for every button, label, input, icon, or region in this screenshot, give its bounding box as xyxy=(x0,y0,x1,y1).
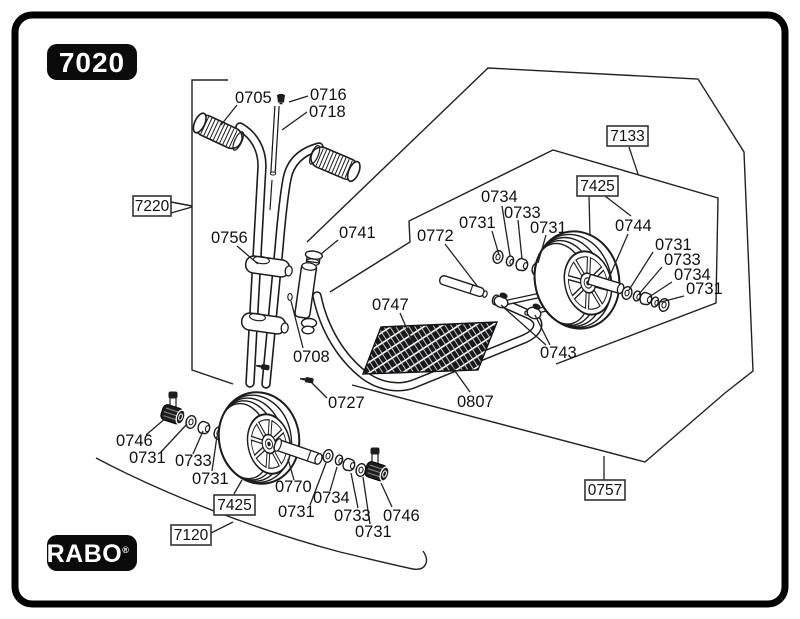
part-label-0727: 0727 xyxy=(328,394,365,412)
front-wheel-assembly xyxy=(158,391,392,485)
part-label-0705: 0705 xyxy=(235,89,272,107)
part-label-0743: 0743 xyxy=(540,344,577,362)
part-label-0770: 0770 xyxy=(275,478,312,496)
part-label-0708: 0708 xyxy=(293,348,330,366)
spacer-0734 xyxy=(333,453,345,467)
part-label-0733: 0733 xyxy=(504,204,541,222)
leader-lines xyxy=(145,95,685,534)
part-label-0807: 0807 xyxy=(457,393,494,411)
boundary-0757-outline xyxy=(306,67,754,463)
handlebar-right-grip xyxy=(308,144,361,183)
front-wheel-face xyxy=(246,413,292,475)
part-label-0741: 0741 xyxy=(339,224,376,242)
head-tube-0708 xyxy=(287,250,323,335)
group-label-0757: 0757 xyxy=(584,479,626,501)
part-label-0734: 0734 xyxy=(674,266,711,284)
rod-0718 xyxy=(269,105,280,211)
model-badge: 7020 xyxy=(47,44,137,80)
part-label-0731: 0731 xyxy=(530,219,567,237)
end-cap-0746-right xyxy=(362,447,392,484)
svg-text:7425: 7425 xyxy=(580,178,614,195)
part-label-0734: 0734 xyxy=(313,489,350,507)
boundary-7120-curve xyxy=(95,457,428,570)
cap-0716 xyxy=(276,93,286,105)
boundary-7220-bracket xyxy=(191,79,234,385)
part-label-0731: 0731 xyxy=(278,503,315,521)
registered-mark: ® xyxy=(122,545,129,555)
part-label-0733: 0733 xyxy=(334,507,371,525)
part-label-0718: 0718 xyxy=(309,103,346,121)
part-label-0731: 0731 xyxy=(655,236,692,254)
region-boundaries xyxy=(95,67,754,570)
group-label-7425-rear: 7425 xyxy=(576,175,619,197)
frame-hole xyxy=(287,293,293,301)
nut-0733 xyxy=(341,456,357,473)
part-label-0731: 0731 xyxy=(192,470,229,488)
part-labels: 0705 0716 0718 0756 0741 0708 0727 0772 … xyxy=(116,86,723,541)
part-label-0731: 0731 xyxy=(355,523,392,541)
part-label-0731: 0731 xyxy=(459,214,496,232)
cap-0741 xyxy=(304,250,323,266)
group-label-7133: 7133 xyxy=(606,125,649,147)
handlebar-left-grip-0705 xyxy=(192,112,245,151)
end-cap-0746-left xyxy=(158,391,188,427)
boundary-7220-connector xyxy=(170,201,193,214)
group-label-7425-front: 7425 xyxy=(213,494,256,516)
washer-0731 xyxy=(321,447,335,465)
nut-0733 xyxy=(514,256,530,273)
part-label-0734: 0734 xyxy=(481,188,518,206)
frame-bolt-0727 xyxy=(299,375,314,384)
part-label-0756: 0756 xyxy=(211,229,248,247)
svg-text:7133: 7133 xyxy=(610,128,644,145)
front-axle-0770 xyxy=(273,438,323,465)
part-label-0716: 0716 xyxy=(310,86,347,104)
part-label-0772: 0772 xyxy=(417,227,454,245)
tread-plate-0747 xyxy=(361,321,499,375)
boundary-7133-outline xyxy=(329,149,719,365)
part-label-0733: 0733 xyxy=(175,452,212,470)
clamp-0756-lower xyxy=(240,312,289,335)
part-label-0746: 0746 xyxy=(383,507,420,525)
washer-0731 xyxy=(184,413,198,431)
part-label-0744: 0744 xyxy=(615,217,652,235)
clamp-0756-upper xyxy=(244,255,293,278)
group-label-7220: 7220 xyxy=(132,195,172,217)
brand-logo: RABO® xyxy=(47,535,137,571)
part-label-0731: 0731 xyxy=(686,280,723,298)
brand-logo-text: RABO® xyxy=(47,540,130,568)
rear-wheel-assembly xyxy=(491,230,671,330)
svg-text:7425: 7425 xyxy=(217,497,251,514)
part-label-0731: 0731 xyxy=(129,449,166,467)
group-labels: 7220 7133 7425 7425 7120 0757 xyxy=(132,125,649,546)
steering-column xyxy=(235,122,324,389)
part-label-0733: 0733 xyxy=(664,251,701,269)
model-badge-text: 7020 xyxy=(59,47,125,78)
spacer-0734 xyxy=(504,254,516,268)
axle-rod-0772 xyxy=(438,275,488,298)
deck-frame-0807 xyxy=(312,291,543,392)
svg-text:7220: 7220 xyxy=(135,198,170,215)
part-label-0746: 0746 xyxy=(116,432,153,450)
scooter-illustration xyxy=(192,93,591,392)
page-border xyxy=(11,11,789,608)
svg-text:7120: 7120 xyxy=(174,527,209,544)
nut-0733 xyxy=(196,419,212,436)
svg-text:0757: 0757 xyxy=(588,482,622,499)
group-label-7120: 7120 xyxy=(170,524,212,546)
part-label-0747: 0747 xyxy=(372,296,409,314)
